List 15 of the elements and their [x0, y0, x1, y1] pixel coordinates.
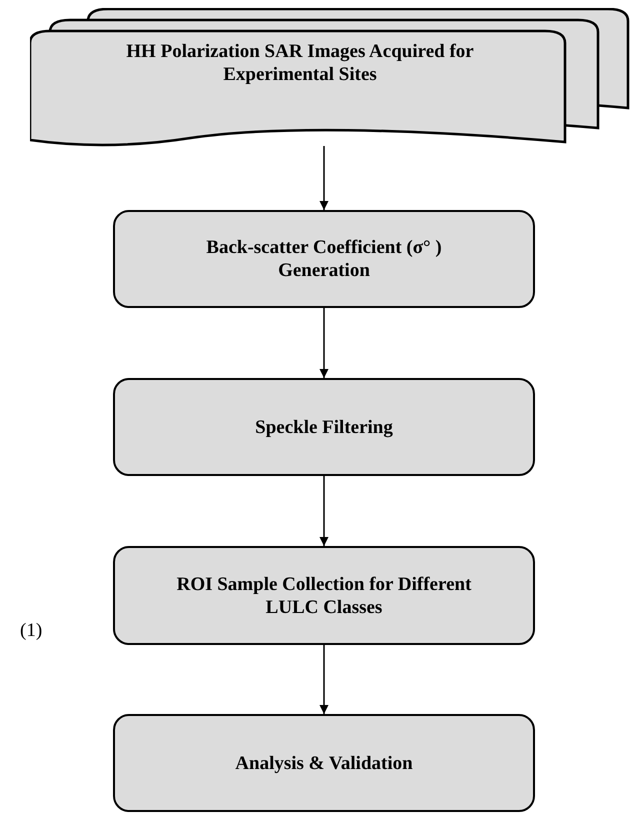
- process-box: [113, 378, 535, 476]
- arrow: [320, 476, 328, 546]
- node-text: Speckle Filtering: [255, 416, 393, 438]
- document-stack: [30, 8, 630, 148]
- process-box: [113, 714, 535, 812]
- node-text: Analysis & Validation: [235, 752, 413, 774]
- node-text: Back-scatter Coefficient (σ° ) Generation: [205, 236, 443, 282]
- node-text: HH Polarization SAR Images Acquired for Experimental Sites: [125, 40, 475, 86]
- node-text: ROI Sample Collection for Different LULC Classes: [176, 572, 472, 618]
- process-box: [113, 546, 535, 645]
- arrow: [320, 645, 328, 714]
- process-box: [113, 210, 535, 308]
- arrow: [320, 146, 328, 210]
- callout-number: (1): [20, 620, 42, 642]
- arrow: [320, 308, 328, 378]
